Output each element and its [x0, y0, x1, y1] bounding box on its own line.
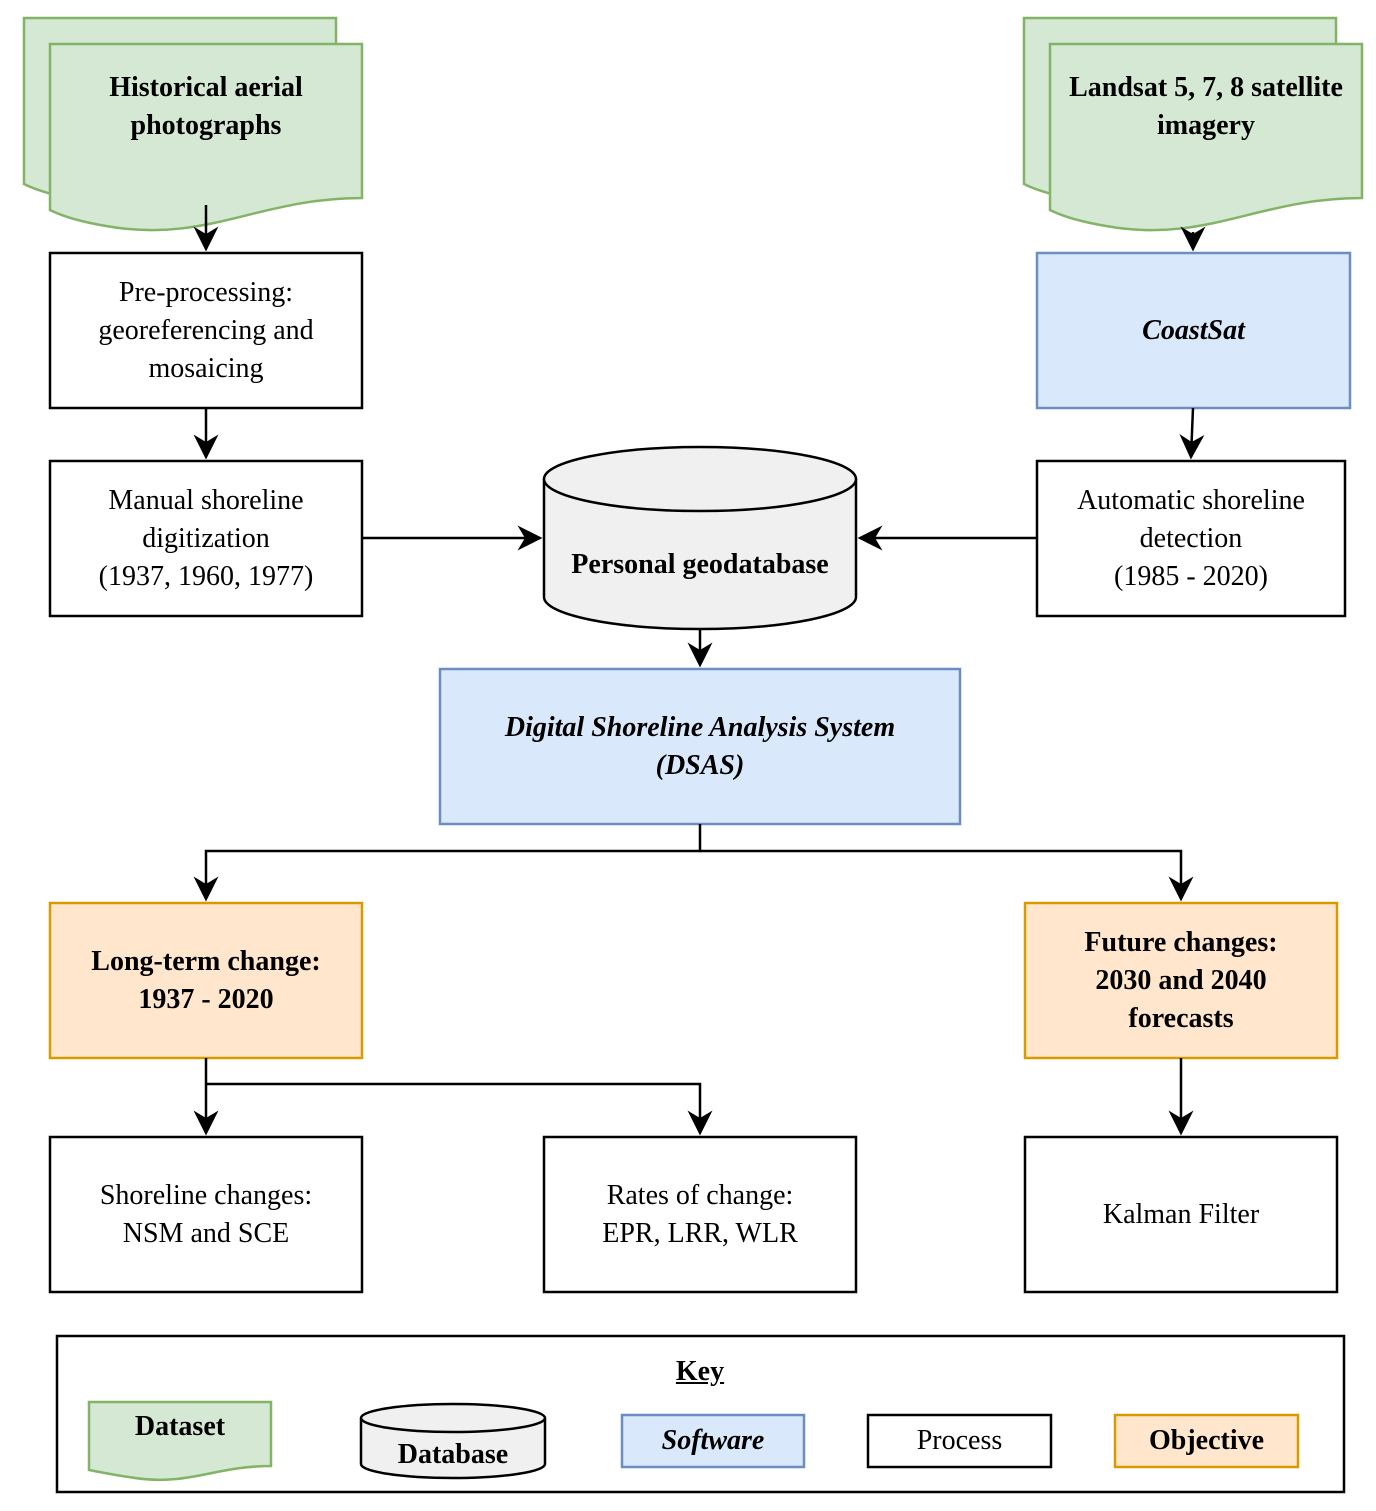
process-manual-box — [48, 459, 364, 618]
process-rates-box — [542, 1135, 858, 1294]
coastsat-label: CoastSat — [1142, 314, 1245, 346]
process-automatic-box — [1035, 459, 1347, 618]
kalman-label: Kalman Filter — [1102, 1198, 1260, 1230]
software-dsas-box — [438, 667, 962, 826]
rates-label: Rates of change: EPR, LRR, WLR — [602, 1179, 798, 1249]
key-process-shape — [866, 1413, 1053, 1469]
key-dataset-label: Dataset — [134, 1411, 226, 1442]
connectors — [193, 205, 1206, 1136]
software-coastsat-box — [1035, 251, 1352, 410]
key-title: Key — [675, 1356, 725, 1387]
key-objective-shape — [1113, 1413, 1300, 1469]
dsas-label: Digital Shoreline Analysis System (DSAS) — [504, 711, 896, 781]
geodatabase-label: Personal geodatabase — [571, 549, 829, 580]
objective-future-box — [1023, 901, 1339, 1060]
key-process-label: Process — [916, 1425, 1003, 1456]
process-preprocessing-box — [48, 251, 364, 410]
database-cylinder — [542, 445, 858, 631]
shoreline-changes-label: Shoreline changes: NSM and SCE — [99, 1179, 313, 1249]
preprocessing-label: Pre-processing: georeferencing and mosai… — [98, 276, 314, 384]
dataset-landsat-shape — [1022, 16, 1364, 232]
automatic-label: Automatic shoreline detection (1985 - 20… — [1077, 484, 1305, 592]
dataset-historical-shape — [22, 16, 364, 232]
key-software-label: Software — [661, 1425, 765, 1456]
key-dataset-shape — [87, 1400, 273, 1482]
key-database-label: Database — [397, 1439, 509, 1470]
historical-label: Historical aerial photographs — [109, 72, 303, 141]
longterm-label: Long-term change: 1937 - 2020 — [91, 945, 321, 1015]
key-software-shape — [620, 1413, 806, 1469]
key-database-shape — [359, 1402, 547, 1480]
key-objective-label: Objective — [1148, 1425, 1265, 1456]
future-label: Future changes: 2030 and 2040 forecasts — [1084, 926, 1278, 1034]
process-kalman-box — [1023, 1135, 1339, 1294]
landsat-label: Landsat 5, 7, 8 satellite imagery — [1069, 72, 1343, 141]
objective-longterm-box — [48, 901, 364, 1060]
manual-label: Manual shoreline digitization (1937, 196… — [98, 484, 314, 592]
process-shoreline-changes-box — [48, 1135, 364, 1294]
